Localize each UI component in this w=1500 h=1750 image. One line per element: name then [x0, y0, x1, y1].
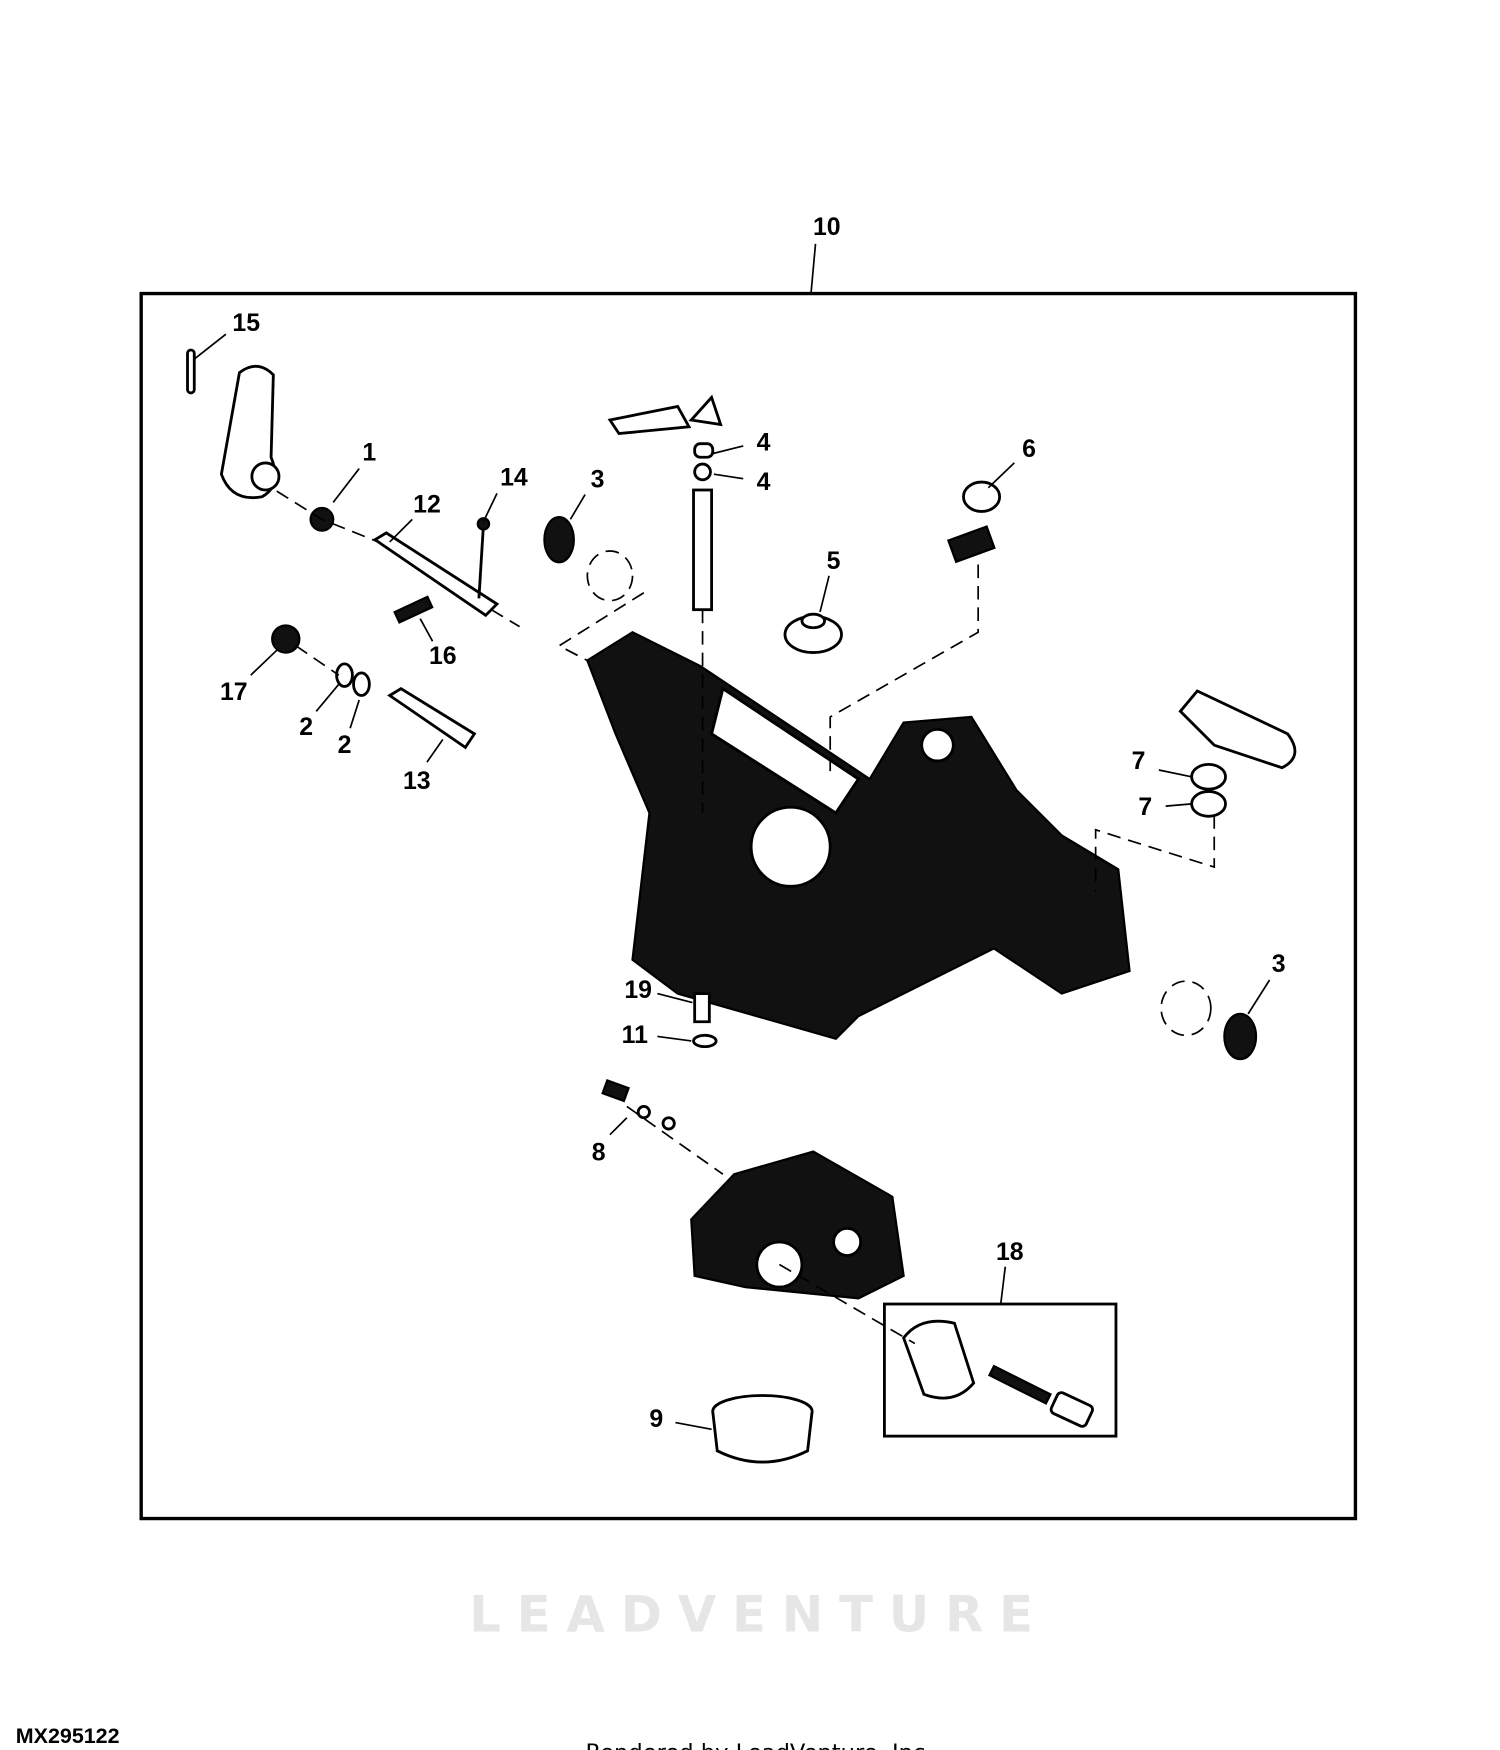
- part-cotter-14: [477, 524, 485, 599]
- part-arm-hub: [250, 461, 281, 492]
- leader-line: [426, 739, 444, 763]
- leader-line: [250, 649, 278, 676]
- leader-line: [657, 1035, 692, 1042]
- part-bearing-right: [1160, 980, 1212, 1037]
- leader-line: [713, 473, 744, 480]
- callout-12: 12: [413, 492, 441, 519]
- leader-line: [1247, 979, 1271, 1015]
- part-oring-4a: [693, 442, 715, 459]
- part-rod: [692, 488, 714, 612]
- part-ring-6: [962, 480, 1002, 513]
- leader-line: [819, 575, 830, 613]
- assembly-guide-lines: [276, 490, 1216, 1345]
- callout-8: 8: [592, 1140, 606, 1167]
- leader-line: [810, 243, 817, 294]
- callout-3: 3: [591, 467, 605, 494]
- part-center-port: [755, 1240, 804, 1289]
- leader-line: [315, 683, 340, 712]
- part-housing-boss: [920, 727, 955, 763]
- part-oring-4b: [693, 462, 712, 482]
- part-spring-19: [693, 992, 711, 1024]
- part-check-8: [601, 1078, 630, 1103]
- part-ball: [636, 1105, 651, 1120]
- callout-15: 15: [232, 310, 260, 337]
- leader-line: [193, 333, 227, 360]
- callout-18: 18: [996, 1239, 1024, 1266]
- watermark: LEADVENTURE: [469, 1585, 1049, 1643]
- part-pump-spring: [987, 1364, 1052, 1405]
- callout-4: 4: [757, 469, 771, 496]
- part-bracket: [1178, 689, 1297, 770]
- leader-line: [349, 699, 360, 729]
- part-pump-plug: [1049, 1391, 1094, 1428]
- callout-14: 14: [500, 464, 528, 491]
- callout-6: 6: [1022, 436, 1036, 463]
- part-washer-2b: [352, 671, 371, 697]
- assembly-frame: [139, 291, 1358, 1521]
- leader-line: [1165, 803, 1192, 807]
- credit-text: Rendered by LeadVenture, Inc.: [585, 1740, 932, 1750]
- part-center-section: [690, 1150, 905, 1300]
- part-nut-17: [271, 624, 301, 654]
- part-spring-16: [393, 595, 434, 624]
- part-ball-b: [661, 1116, 676, 1131]
- leader-line: [389, 518, 413, 543]
- part-shaft-12: [372, 531, 500, 618]
- part-seal-3: [543, 515, 575, 564]
- part-cone: [688, 394, 723, 427]
- part-cotter-head: [476, 517, 491, 531]
- part-bearing: [586, 550, 634, 602]
- callout-11: 11: [622, 1022, 648, 1049]
- callout-3: 3: [1272, 951, 1286, 978]
- leader-line: [609, 1117, 628, 1136]
- callout-9: 9: [649, 1406, 663, 1433]
- leader-line: [569, 494, 586, 520]
- callout-13: 13: [403, 768, 431, 795]
- callout-2: 2: [299, 714, 313, 741]
- callout-10: 10: [813, 214, 841, 241]
- part-filter: [946, 525, 996, 564]
- callouts: 15 1 12 14 3 4 4 6 5 16 17 22 13 7 7 3 19 11 8 18 9: [193, 310, 1286, 1433]
- callout-17: 17: [220, 679, 248, 706]
- leader-line: [482, 493, 498, 522]
- part-pump-cylinder: [902, 1319, 976, 1400]
- part-washer-11: [692, 1033, 718, 1049]
- leader-line: [675, 1421, 712, 1431]
- part-washer-2a: [335, 662, 354, 688]
- leader-line: [987, 462, 1015, 489]
- callout-16: 16: [429, 643, 457, 670]
- leader-line: [657, 992, 693, 1004]
- leader-line: [999, 1266, 1007, 1305]
- part-oring-7a: [1190, 762, 1227, 791]
- part-valve-top: [607, 404, 692, 436]
- callout-7: 7: [1138, 794, 1152, 821]
- callout-2: 2: [338, 732, 352, 759]
- part-seal-3-right: [1223, 1012, 1258, 1061]
- callout-5: 5: [827, 548, 841, 575]
- subassembly-18-frame: [883, 1302, 1118, 1438]
- part-washer-5-hole: [800, 612, 826, 630]
- callout-19: 19: [624, 977, 652, 1004]
- leader-line: [711, 445, 744, 455]
- part-center-port-b: [832, 1226, 863, 1257]
- part-oring-7b: [1190, 790, 1227, 818]
- leader-line: [1158, 769, 1192, 778]
- part-housing-highlight: [709, 686, 861, 815]
- leader-line: [332, 468, 360, 503]
- callout-1: 1: [362, 440, 376, 467]
- part-shaft-13: [387, 687, 477, 750]
- leader-line: [419, 618, 434, 642]
- part-housing: [585, 630, 1131, 1040]
- figure-id: MX295122: [16, 1724, 120, 1748]
- callout-7: 7: [1132, 748, 1146, 775]
- part-ring-9-body: [711, 1411, 814, 1464]
- part-pin-15: [186, 348, 196, 395]
- parts: [186, 348, 1297, 1464]
- part-housing-gear: [749, 805, 832, 888]
- callout-4: 4: [757, 429, 771, 456]
